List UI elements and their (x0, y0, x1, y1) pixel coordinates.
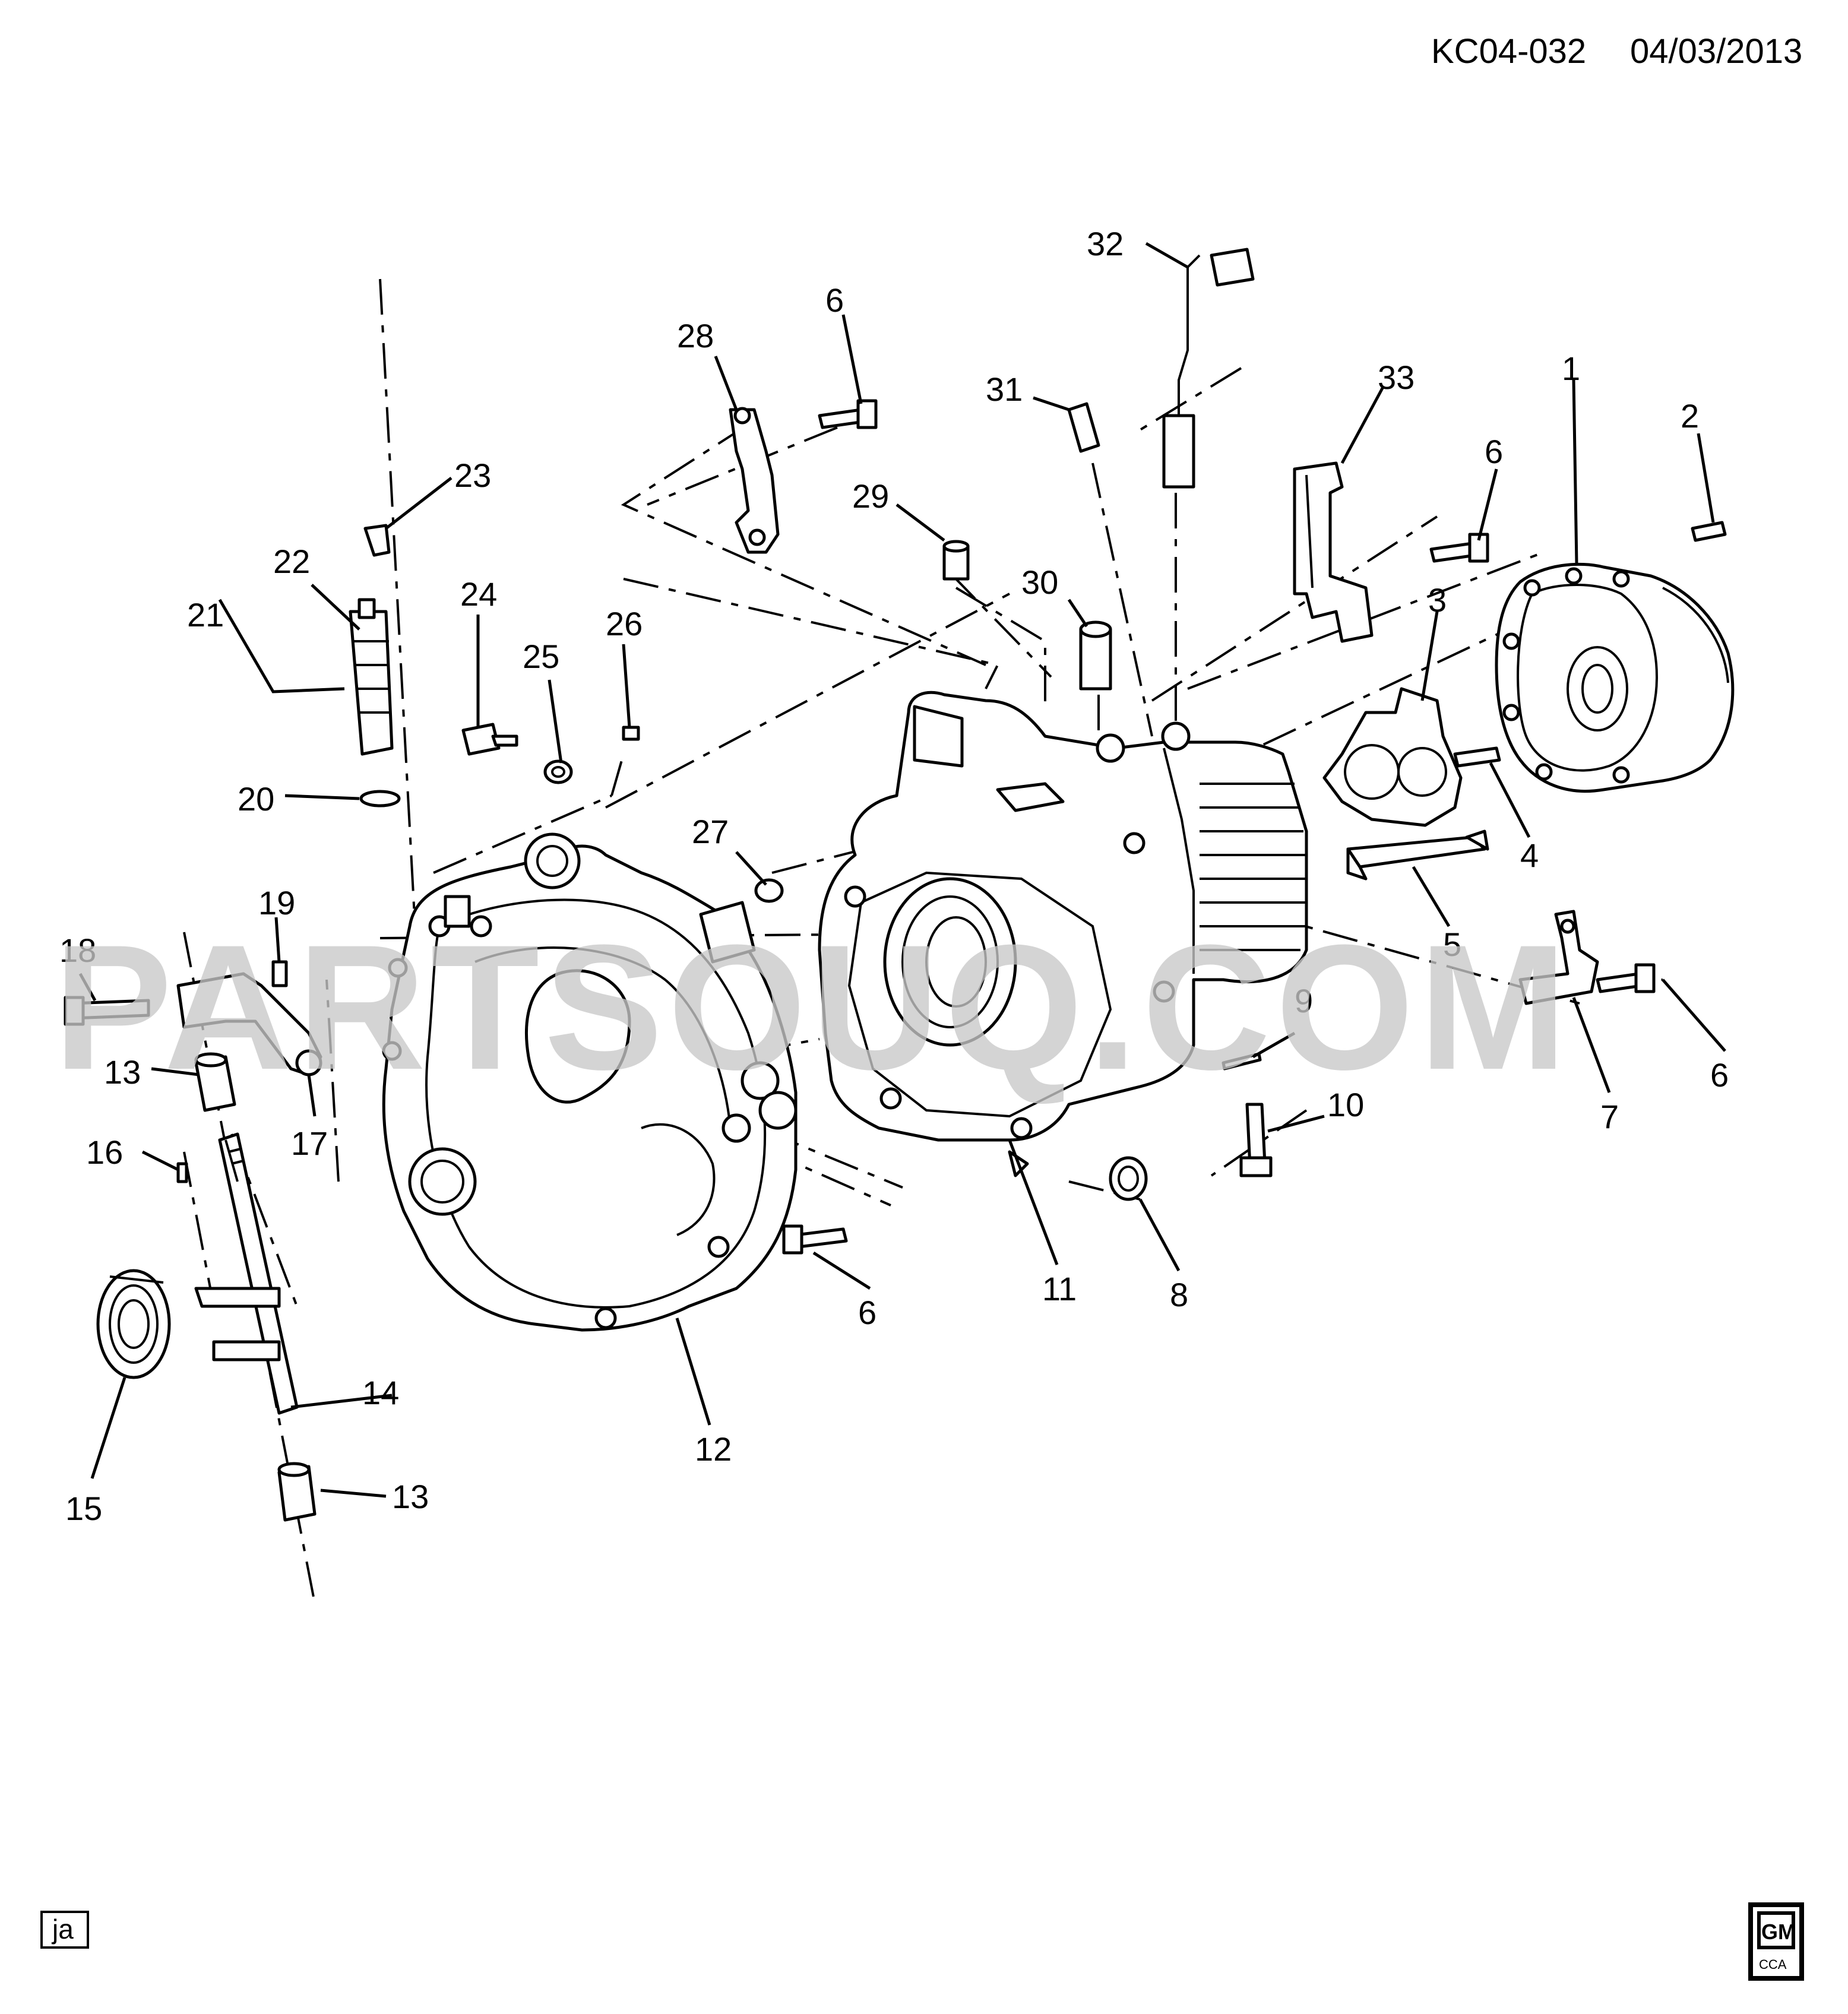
callout-31: 31 (986, 370, 1023, 408)
callout-28: 28 (677, 317, 714, 354)
callout-24: 24 (460, 575, 497, 613)
callout-18: 18 (59, 932, 96, 969)
callout-11: 11 (1042, 1270, 1077, 1307)
callout-6-top: 6 (825, 281, 844, 319)
callout-labels: 1 2 3 4 5 6 6 6 6 7 8 9 10 11 12 13 13 1… (59, 225, 1729, 1527)
clutch-housing[interactable] (382, 832, 798, 1332)
callout-7: 7 (1600, 1098, 1619, 1135)
callout-20: 20 (238, 780, 274, 818)
o-ring-20[interactable] (359, 790, 401, 808)
plug-30[interactable] (1079, 620, 1112, 691)
gm-logo-text: GM (1761, 1920, 1796, 1944)
bracket[interactable] (1346, 829, 1489, 881)
callout-9: 9 (1295, 982, 1313, 1019)
callout-13-lower: 13 (392, 1478, 429, 1515)
callout-6-bottom: 6 (858, 1294, 876, 1331)
bushing-lower[interactable] (277, 1462, 317, 1522)
watermark: PARTSOUQ.COM (53, 907, 1572, 1107)
bolt-24[interactable] (461, 723, 518, 756)
bolt-2[interactable] (1691, 521, 1727, 542)
diagram-date: 04/03/2013 (1630, 32, 1802, 71)
callout-2: 2 (1681, 397, 1699, 435)
gm-logo-subtext: CCA (1759, 1957, 1787, 1972)
callout-19: 19 (258, 884, 295, 922)
dowel-27[interactable] (754, 878, 784, 903)
callout-23: 23 (454, 457, 491, 494)
end-cover[interactable] (1495, 562, 1735, 793)
callout-12: 12 (695, 1430, 732, 1468)
diagram-code: KC04-032 (1431, 32, 1586, 71)
callout-3: 3 (1428, 581, 1447, 619)
callout-26: 26 (606, 605, 643, 642)
callout-10: 10 (1327, 1086, 1364, 1123)
seal-8[interactable] (1109, 1156, 1148, 1201)
callout-33: 33 (1378, 359, 1415, 396)
transmission-case[interactable] (818, 691, 1308, 1177)
callout-25: 25 (523, 638, 559, 675)
callout-22: 22 (273, 543, 310, 580)
plug-29[interactable] (942, 540, 970, 581)
footer-tag: ja (40, 1911, 89, 1949)
callout-15: 15 (65, 1490, 102, 1527)
vent-31[interactable] (1067, 402, 1100, 453)
bracket-28[interactable] (729, 407, 780, 554)
bolt-4[interactable] (1453, 746, 1501, 768)
callout-6-right-lower: 6 (1710, 1056, 1729, 1094)
switch-32[interactable] (1162, 248, 1255, 489)
bolt-6-top[interactable] (818, 399, 878, 429)
footer-tag-text: ja (51, 1914, 74, 1945)
bracket-33[interactable] (1293, 461, 1374, 643)
plug-26[interactable] (622, 726, 640, 741)
pin-9[interactable] (1222, 1052, 1262, 1071)
callout-5: 5 (1443, 926, 1461, 963)
callout-30: 30 (1021, 563, 1058, 601)
callout-32: 32 (1087, 225, 1124, 262)
callout-16: 16 (86, 1133, 123, 1171)
clutch-fork-shaft[interactable] (194, 1132, 299, 1415)
bushing-upper[interactable] (194, 1052, 236, 1112)
callout-17: 17 (291, 1125, 328, 1162)
pin-19[interactable] (271, 960, 288, 987)
bolt-18[interactable] (64, 996, 150, 1026)
gasket-plate[interactable] (1322, 687, 1463, 827)
pin-16[interactable] (176, 1162, 188, 1183)
speed-sensor[interactable] (349, 598, 394, 756)
callout-8: 8 (1170, 1276, 1188, 1313)
release-bearing[interactable] (96, 1269, 171, 1379)
bracket-7[interactable] (1518, 910, 1599, 1005)
bolt-6-bottom[interactable] (782, 1224, 848, 1255)
callout-6-right-upper: 6 (1485, 433, 1503, 470)
callout-29: 29 (852, 477, 889, 515)
callout-21: 21 (187, 596, 224, 634)
bolt-6-right-lower[interactable] (1596, 963, 1656, 993)
gm-logo: GM CCA (1748, 1902, 1804, 1981)
leader-lines (78, 242, 1726, 1498)
washer-25[interactable] (543, 759, 573, 784)
bolt-10[interactable] (1239, 1103, 1273, 1177)
callout-13-upper: 13 (104, 1053, 141, 1091)
callout-4: 4 (1520, 837, 1539, 874)
screw-23[interactable] (363, 524, 391, 557)
callout-14: 14 (362, 1374, 399, 1411)
callout-1: 1 (1562, 350, 1580, 387)
callout-27: 27 (692, 813, 729, 850)
